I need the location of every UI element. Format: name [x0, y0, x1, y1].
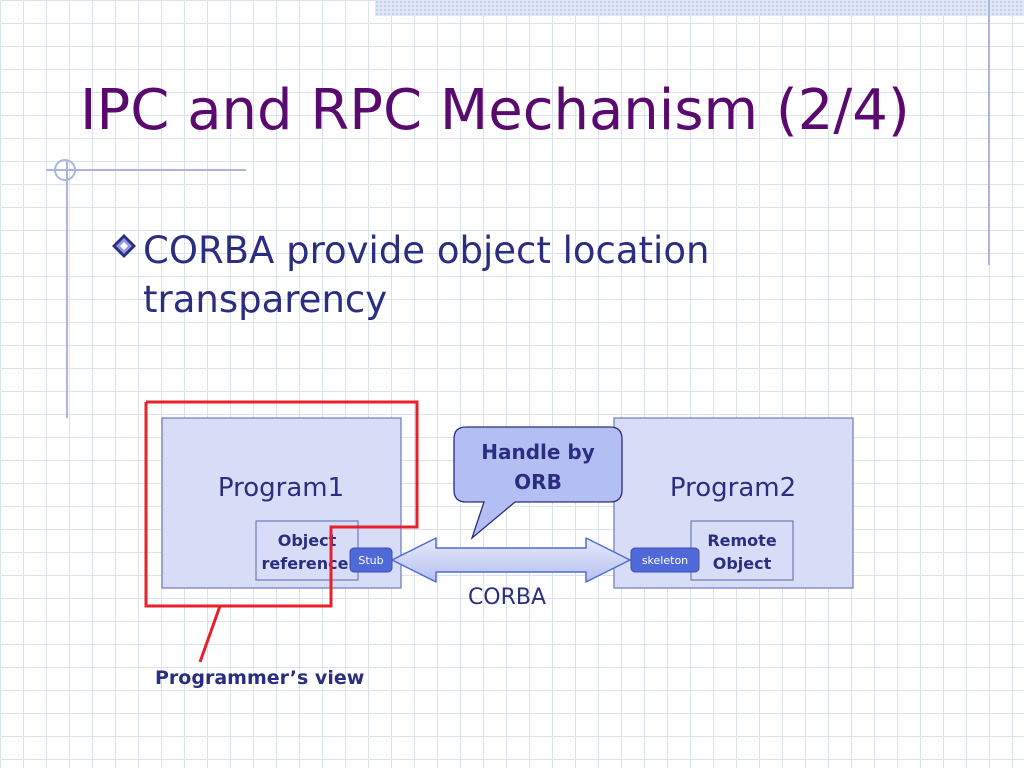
remote-object-label-line2: Object — [713, 554, 772, 573]
skeleton-box — [630, 547, 700, 573]
callout-label-line1: Handle by — [481, 440, 595, 464]
title-underline-rule — [46, 169, 246, 171]
programmers-view-pointer-line — [198, 605, 222, 663]
slide-title: IPC and RPC Mechanism (2/4) — [80, 78, 910, 143]
left-vertical-rule — [66, 160, 68, 418]
corba-label: CORBA — [468, 585, 546, 610]
object-reference-label-line1: Object — [278, 531, 337, 550]
header-pattern-band — [375, 0, 1024, 16]
remote-object-label-line1: Remote — [707, 531, 776, 550]
programmers-view-outline — [144, 400, 419, 608]
programmers-view-label: Programmer’s view — [155, 667, 364, 689]
stub-box — [349, 547, 393, 573]
orb-callout-bubble — [453, 426, 623, 540]
object-reference-label-line2: reference — [261, 554, 348, 573]
remote-object-box — [690, 520, 794, 581]
rule-circle-ornament — [54, 159, 76, 181]
bullet-text: CORBA provide object location transparen… — [143, 229, 710, 321]
corba-double-arrow — [391, 537, 631, 583]
callout-label-line2: ORB — [514, 470, 562, 494]
program2-label: Program2 — [670, 473, 796, 503]
object-reference-box — [255, 520, 359, 581]
right-vertical-rule — [988, 0, 990, 265]
stub-label: Stub — [358, 554, 383, 567]
program1-label: Program1 — [218, 473, 344, 503]
diamond-bullet-icon — [112, 234, 136, 258]
skeleton-label: skeleton — [642, 554, 688, 567]
